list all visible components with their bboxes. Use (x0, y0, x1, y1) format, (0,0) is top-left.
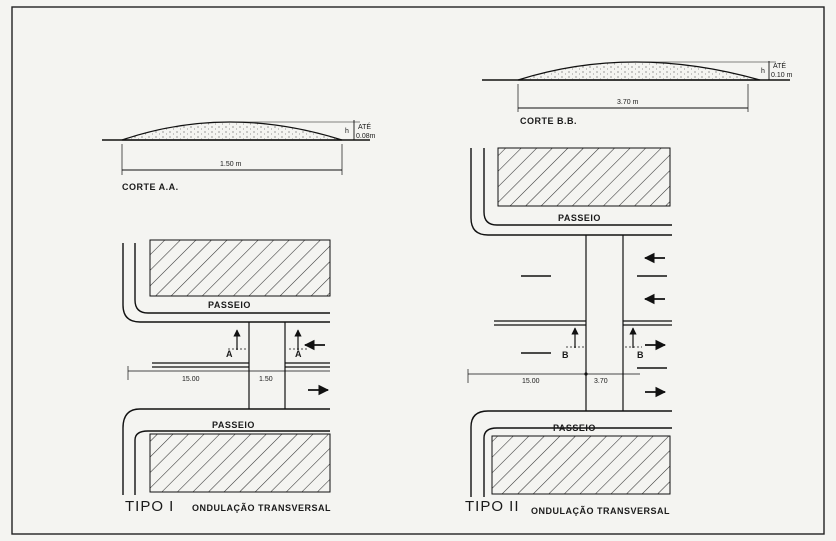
tipo1-subtitle: ONDULAÇÃO TRANSVERSAL (192, 503, 331, 513)
tipo1-plan: PASSEIO PASSEIO A A 15.00 1.50 TIPO I ON (122, 239, 331, 515)
section-mark-b-left: B (562, 350, 569, 360)
block-hatch-bottom (491, 435, 671, 495)
block-hatch-bottom (149, 433, 331, 493)
dim-approach-tipo2: 15.00 (522, 378, 540, 385)
section-mark-a-right: A (295, 349, 302, 359)
curb-bottom-inner (134, 430, 330, 495)
height-label-bb-1: ATÉ (773, 61, 786, 70)
passeio-top-label: PASSEIO (558, 213, 601, 223)
corte-aa-section: h ATÉ 0.08m 1.50 m CORTE A.A. (102, 120, 376, 192)
curb-top-outer (122, 243, 330, 323)
curb-top-outer (470, 148, 672, 236)
corte-aa-title: CORTE A.A. (122, 182, 179, 192)
block-hatch-top (149, 239, 331, 297)
passeio-top-label: PASSEIO (208, 300, 251, 310)
height-label-bb-2: 0.10 m (771, 72, 793, 79)
tipo2-plan: PASSEIO PASSEIO B B (465, 147, 672, 516)
height-symbol-bb: h (761, 68, 765, 75)
block-hatch-top (497, 147, 671, 207)
curb-top-inner (134, 243, 330, 314)
tipo1-title: TIPO I (125, 498, 174, 515)
dim-hump-tipo2: 3.70 (594, 378, 608, 385)
height-symbol-aa: h (345, 128, 349, 135)
width-label-bb: 3.70 m (617, 99, 639, 106)
curb-bottom-outer (470, 410, 672, 497)
curb-bottom-inner (483, 427, 672, 497)
corte-bb-section: h ATÉ 0.10 m 3.70 m CORTE B.B. (482, 61, 793, 126)
passeio-bottom-label: PASSEIO (553, 423, 596, 433)
section-mark-b-right: B (637, 350, 644, 360)
section-mark-a-left: A (226, 349, 233, 359)
hump-profile-aa (121, 121, 343, 141)
curb-top-inner (483, 148, 672, 226)
dim-approach-tipo1: 15.00 (182, 376, 200, 383)
hump-profile-bb (517, 61, 761, 81)
corte-bb-title: CORTE B.B. (520, 116, 577, 126)
tipo2-subtitle: ONDULAÇÃO TRANSVERSAL (531, 506, 670, 516)
sheet-frame (11, 6, 825, 535)
height-label-aa-2: 0.08m (356, 133, 376, 140)
dim-node (584, 372, 588, 376)
curb-bottom-outer (122, 408, 330, 495)
width-label-aa: 1.50 m (220, 161, 242, 168)
tipo2-title: TIPO II (465, 498, 520, 515)
height-label-aa-1: ATÉ (358, 122, 371, 131)
dim-hump-tipo1: 1.50 (259, 376, 273, 383)
passeio-bottom-label: PASSEIO (212, 420, 255, 430)
